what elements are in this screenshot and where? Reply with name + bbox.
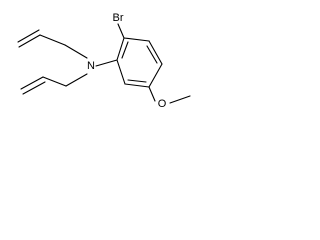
ring-bond-c5-c6 (124, 83, 150, 88)
ring-inner-double-c3-c4 (146, 45, 158, 64)
upper-allyl-group (17, 29, 88, 59)
bond-upper-ch2-n (64, 44, 88, 59)
ring-bond-c2-c3 (123, 37, 150, 42)
bond-n-lower-ch2 (65, 73, 88, 87)
ring-bond-c3-c4 (148, 40, 163, 65)
ring-bond-c6-c1 (116, 59, 126, 85)
atom-label-bromine: Br (113, 12, 124, 24)
bond-lower-ch2-vinyl (42, 76, 67, 87)
benzene-ring (116, 37, 163, 88)
bond-upper-vinyl-ch2 (39, 34, 66, 46)
bond-upper-terminal-double-a (18, 34, 41, 48)
bond-ring-br (117, 23, 125, 39)
ring-inner-double-c5-c6 (127, 79, 147, 83)
bond-upper-terminal-double-b (17, 29, 40, 43)
ring-bond-c1-c2 (116, 37, 125, 61)
bond-lower-terminal-double-a (20, 76, 44, 90)
ring-inner-double-c1-c2 (121, 41, 129, 59)
chemical-structure-diagram: Br N O (17, 12, 191, 110)
bond-ring-o (148, 86, 156, 102)
bond-o-methyl (169, 95, 191, 104)
atom-label-nitrogen: N (87, 60, 95, 72)
bond-n-ring (95, 59, 118, 67)
lower-allyl-group (20, 73, 88, 95)
ring-bond-c4-c5 (148, 63, 163, 88)
atom-label-oxygen: O (158, 98, 167, 110)
bond-lower-terminal-double-b (22, 81, 46, 95)
